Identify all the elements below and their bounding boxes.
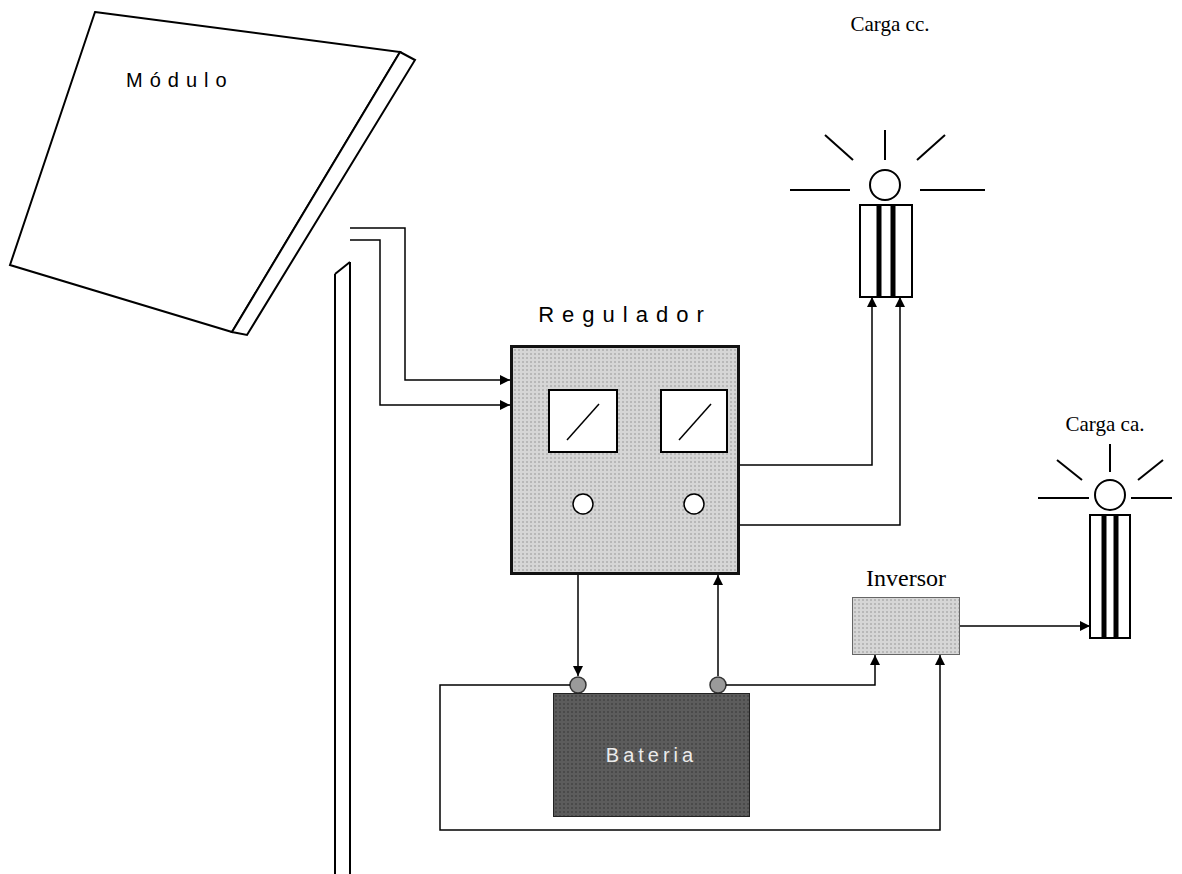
node-heading: Regulador <box>538 302 712 328</box>
meter-window <box>661 390 727 452</box>
wire-connector <box>350 228 510 380</box>
wire-connector <box>740 297 872 465</box>
lamp-base <box>860 205 912 297</box>
meter-window <box>549 390 617 452</box>
wire-connector <box>440 655 940 830</box>
lamp-symbol <box>1035 410 1175 642</box>
solar-module: Módulo <box>8 8 420 340</box>
meter-needle <box>567 404 599 440</box>
lamp-base <box>1090 515 1130 638</box>
wire-connector <box>577 575 579 676</box>
regulator-knob <box>573 494 593 514</box>
lamp-stripe <box>877 205 882 297</box>
post-line <box>334 274 336 874</box>
charge-regulator: Regulador <box>510 345 740 575</box>
lamp-stripe <box>1114 515 1119 638</box>
lamp-stripe <box>1102 515 1107 638</box>
module-post <box>335 262 350 874</box>
wire-connector <box>740 297 900 525</box>
battery-box: Bateria <box>553 693 750 817</box>
battery-terminal <box>570 677 586 693</box>
ac-load-lamp: Carga ca. <box>1035 410 1175 642</box>
panel-edge <box>232 52 415 335</box>
wire-connector <box>717 575 719 676</box>
solar-panel-symbol <box>8 8 420 340</box>
lamp-stripe <box>891 205 896 297</box>
lamp-bulb <box>1095 480 1125 510</box>
dc-load-lamp: Carga cc. <box>780 8 1000 300</box>
inverter-box: Inversor <box>852 597 960 655</box>
post-line <box>349 262 351 874</box>
node-label: Carga cc. <box>851 12 930 37</box>
battery-terminal <box>710 677 726 693</box>
node-label: Bateria <box>606 743 697 767</box>
post-top <box>335 262 350 274</box>
wire-connector <box>960 625 1090 627</box>
lamp-bulb <box>870 170 900 200</box>
regulator-meters <box>513 348 737 572</box>
battery-terminals <box>570 677 726 693</box>
node-heading: Inversor <box>866 564 946 593</box>
meter-needle <box>679 404 711 440</box>
lamp-symbol <box>780 8 1000 300</box>
regulator-knob <box>684 494 704 514</box>
node-label: Módulo <box>126 68 234 92</box>
wire-connector <box>726 655 875 685</box>
node-label: Carga ca. <box>1066 412 1145 437</box>
wire-connector <box>350 240 510 405</box>
